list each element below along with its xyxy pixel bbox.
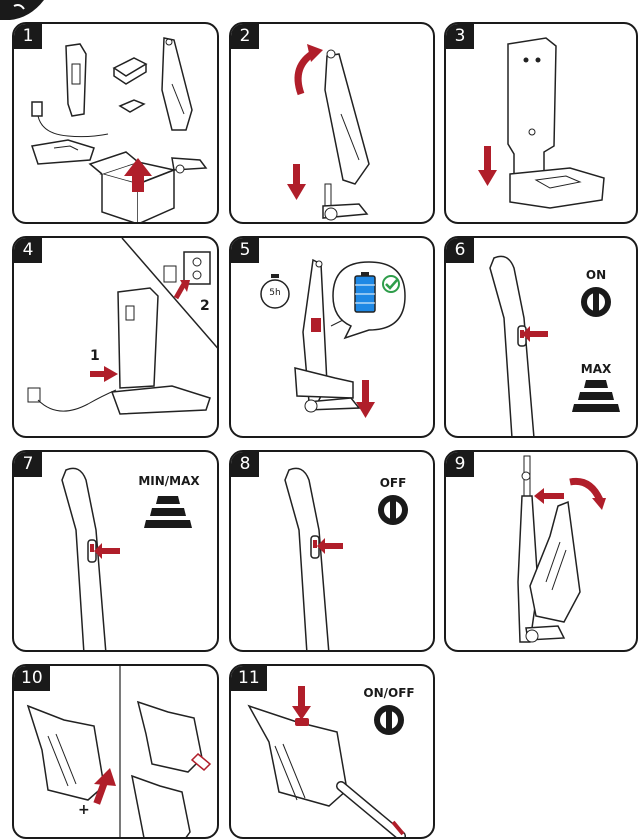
suction-minmax-icon	[144, 496, 192, 528]
onoff-label: ON/OFF	[359, 686, 419, 700]
detach-handheld-illustration	[446, 452, 638, 652]
plus-sign: +	[78, 802, 90, 818]
step-panel-5: 5 5h	[229, 236, 435, 438]
suction-max-icon	[572, 380, 620, 412]
charging-illustration	[231, 238, 435, 438]
step-panel-11: 11 ON/OFF	[229, 664, 435, 839]
step-panel-4: 4 1 2	[12, 236, 219, 438]
step-panel-7: 7 MIN/MAX	[12, 450, 219, 652]
checkmark-icon	[383, 276, 399, 292]
step-panel-10: 10 +	[12, 664, 219, 839]
unboxing-illustration	[14, 24, 219, 224]
step-panel-8: 8 OFF	[229, 450, 435, 652]
callout-1: 1	[90, 348, 100, 364]
minmax-label: MIN/MAX	[134, 474, 204, 488]
step-panel-3: 3	[444, 22, 638, 224]
dock-base-illustration	[446, 24, 638, 224]
accessory-attach-illustration	[14, 666, 219, 839]
callout-2: 2	[200, 298, 210, 314]
max-label: MAX	[576, 362, 616, 376]
attach-handle-illustration	[231, 24, 435, 224]
step-panel-9: 9	[444, 450, 638, 652]
step-panel-1: 1	[12, 22, 219, 224]
timer-label: 5h	[265, 288, 285, 298]
on-label: ON	[576, 268, 616, 282]
step-panel-6: 6 ON MAX	[444, 236, 638, 438]
step-panel-2: 2	[229, 22, 435, 224]
brand-corner-icon	[0, 0, 50, 22]
off-label: OFF	[373, 476, 413, 490]
charging-setup-illustration	[14, 238, 219, 438]
